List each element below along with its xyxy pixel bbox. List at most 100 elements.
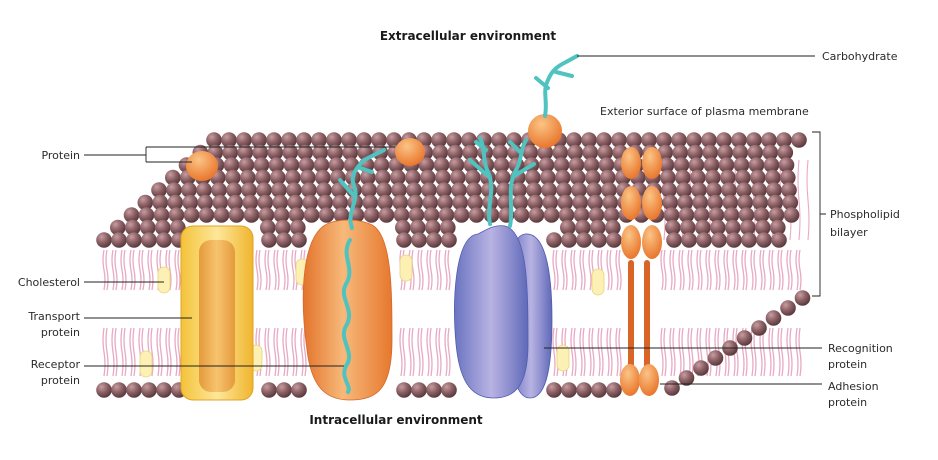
phospholipid-head — [656, 132, 672, 148]
lipid-tail — [798, 249, 802, 291]
lipid-tail — [795, 327, 799, 377]
phospholipid-head — [431, 132, 447, 148]
phospholipid-head — [572, 194, 589, 211]
lipid-tail — [618, 327, 622, 377]
phospholipid-head — [296, 132, 312, 148]
lipid-tail — [273, 327, 277, 377]
phospholipid-head — [301, 182, 317, 198]
lipid-tail — [273, 249, 277, 291]
phospholipid-head — [537, 144, 554, 161]
phospholipid-head — [452, 194, 469, 211]
lipid-tail — [797, 159, 801, 241]
phospholipid-head — [756, 232, 772, 248]
phospholipid-head — [690, 169, 706, 186]
phospholipid-head — [238, 157, 255, 173]
phospholipid-head — [717, 144, 734, 161]
label-phospholipid-line2: bilayer — [830, 226, 868, 239]
phospholipid-head — [718, 157, 735, 173]
phospholipid-head — [575, 219, 591, 236]
phospholipid-head — [170, 219, 186, 236]
phospholipid-head — [363, 207, 380, 223]
phospholipid-head — [261, 232, 277, 248]
phospholipid-head — [441, 232, 457, 248]
lipid-tail — [564, 249, 568, 291]
phospholipid-head — [376, 182, 392, 198]
lipid-tail — [291, 249, 295, 291]
phospholipid-head — [361, 182, 377, 198]
phospholipid-head — [327, 144, 344, 161]
phospholipid-head — [141, 232, 157, 248]
phospholipid-head — [182, 194, 199, 211]
phospholipid-head — [496, 182, 512, 198]
phospholipid-head — [541, 182, 557, 198]
phospholipid-head — [576, 232, 592, 248]
lipid-tail — [762, 249, 766, 291]
phospholipid-head — [780, 300, 796, 316]
phospholipid-head — [126, 382, 142, 398]
phospholipid-head — [720, 169, 736, 186]
phospholipid-head — [197, 194, 214, 211]
lipid-tail — [687, 327, 691, 377]
label-adhesion-line1: Adhesion — [828, 380, 879, 393]
phospholipid-head — [711, 232, 727, 248]
lipid-tail — [435, 327, 439, 377]
lipid-tail — [690, 249, 694, 291]
phospholipid-head — [435, 169, 451, 186]
phospholipid-head — [251, 132, 267, 148]
phospholipid-head — [315, 169, 331, 186]
phospholipid-head — [168, 207, 185, 223]
phospholipid-head — [583, 157, 600, 173]
phospholipid-head — [240, 169, 256, 186]
phospholipid-head — [286, 182, 302, 198]
phospholipid-head — [665, 219, 681, 236]
phospholipid-head — [553, 157, 570, 173]
phospholipid-head — [453, 207, 470, 223]
lipid-tail — [690, 327, 694, 377]
phospholipid-head — [411, 232, 427, 248]
lipid-tail — [429, 327, 433, 377]
lipid-tail — [609, 249, 613, 291]
phospholipid-head — [223, 157, 240, 173]
phospholipid-head — [576, 382, 592, 398]
phospholipid-head — [313, 157, 330, 173]
lipid-tail — [582, 327, 586, 377]
lipid-tail — [552, 249, 556, 291]
phospholipid-head — [411, 382, 427, 398]
lipid-tail — [789, 249, 793, 291]
lipid-tail — [429, 249, 433, 291]
phospholipid-head — [468, 207, 485, 223]
label-protein: Protein — [41, 149, 80, 162]
cholesterol-molecule — [399, 254, 413, 282]
lipid-tail — [300, 327, 304, 377]
lipid-tail — [138, 249, 142, 291]
phospholipid-head — [587, 194, 604, 211]
lipid-tail — [129, 327, 133, 377]
phospholipid-head — [768, 207, 785, 223]
phospholipid-head — [570, 169, 586, 186]
lipid-tail — [672, 327, 676, 377]
phospholipid-head — [605, 219, 621, 236]
phospholipid-head — [425, 219, 441, 236]
phospholipid-head — [723, 207, 740, 223]
phospholipid-head — [663, 207, 680, 223]
phospholipid-head — [780, 169, 796, 186]
phospholipid-head — [641, 132, 657, 148]
phospholipid-head — [560, 219, 576, 236]
lipid-tail — [573, 327, 577, 377]
phospholipid-head — [318, 207, 335, 223]
label-recognition-line2: protein — [828, 358, 867, 371]
phospholipid-head — [752, 194, 769, 211]
lipid-tail — [552, 327, 556, 377]
phospholipid-head — [253, 157, 270, 173]
phospholipid-head — [751, 182, 767, 198]
lipid-tail — [708, 249, 712, 291]
lipid-tail — [681, 249, 685, 291]
phospholipid-head — [371, 132, 387, 148]
phospholipid-head — [702, 144, 719, 161]
label-carbohydrate: Carbohydrate — [822, 50, 898, 63]
phospholipid-head — [211, 182, 227, 198]
phospholipid-head — [725, 219, 741, 236]
phospholipid-head — [152, 194, 169, 211]
phospholipid-head — [611, 132, 627, 148]
phospholipid-head — [493, 157, 510, 173]
